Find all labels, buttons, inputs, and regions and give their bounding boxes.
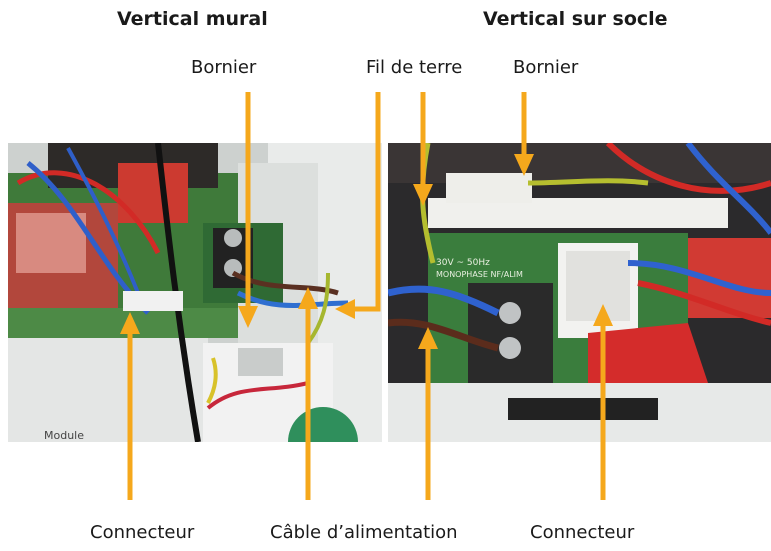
- heading-vertical-sur-socle: Vertical sur socle: [483, 8, 668, 30]
- phase-print: MONOPHASE NF/ALIM: [436, 270, 523, 279]
- label-bornier-right: Bornier: [513, 57, 579, 78]
- label-connecteur-right: Connecteur: [530, 522, 635, 543]
- label-bornier-left: Bornier: [191, 57, 257, 78]
- label-connecteur-left: Connecteur: [90, 522, 195, 543]
- photo-vertical-sur-socle: 30V ~ 50Hz MONOPHASE NF/ALIM: [388, 143, 771, 442]
- photo-vertical-mural: Module: [8, 143, 382, 442]
- label-fil-de-terre: Fil de terre: [366, 57, 463, 78]
- module-print: Module: [44, 429, 84, 442]
- label-cable-alimentation: Câble d’alimentation: [270, 522, 458, 543]
- rating-print: 30V ~ 50Hz: [436, 258, 490, 268]
- heading-vertical-mural: Vertical mural: [117, 8, 268, 30]
